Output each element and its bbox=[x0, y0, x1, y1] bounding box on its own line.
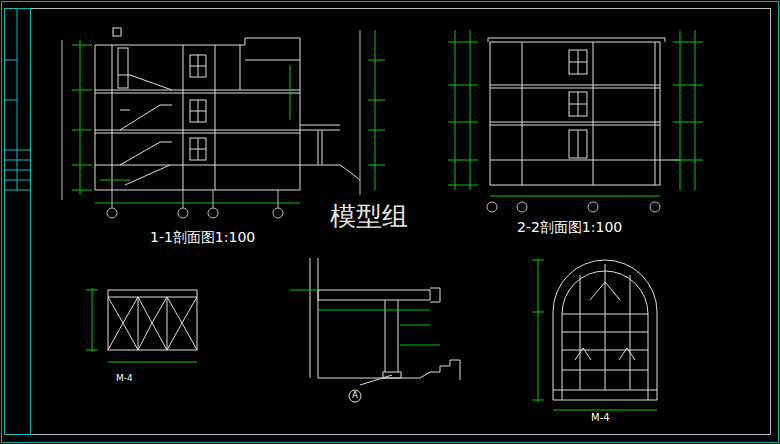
door-label: M-4 bbox=[116, 374, 133, 383]
window-label: M-4 bbox=[591, 413, 610, 423]
detail-bubble: A bbox=[348, 389, 362, 403]
detail-letter: A bbox=[348, 392, 362, 400]
section-title: 2-2剖面图1:100 bbox=[517, 220, 622, 234]
section-title: 1-1剖面图1:100 bbox=[150, 230, 255, 244]
watermark: 模型组 bbox=[330, 203, 408, 229]
